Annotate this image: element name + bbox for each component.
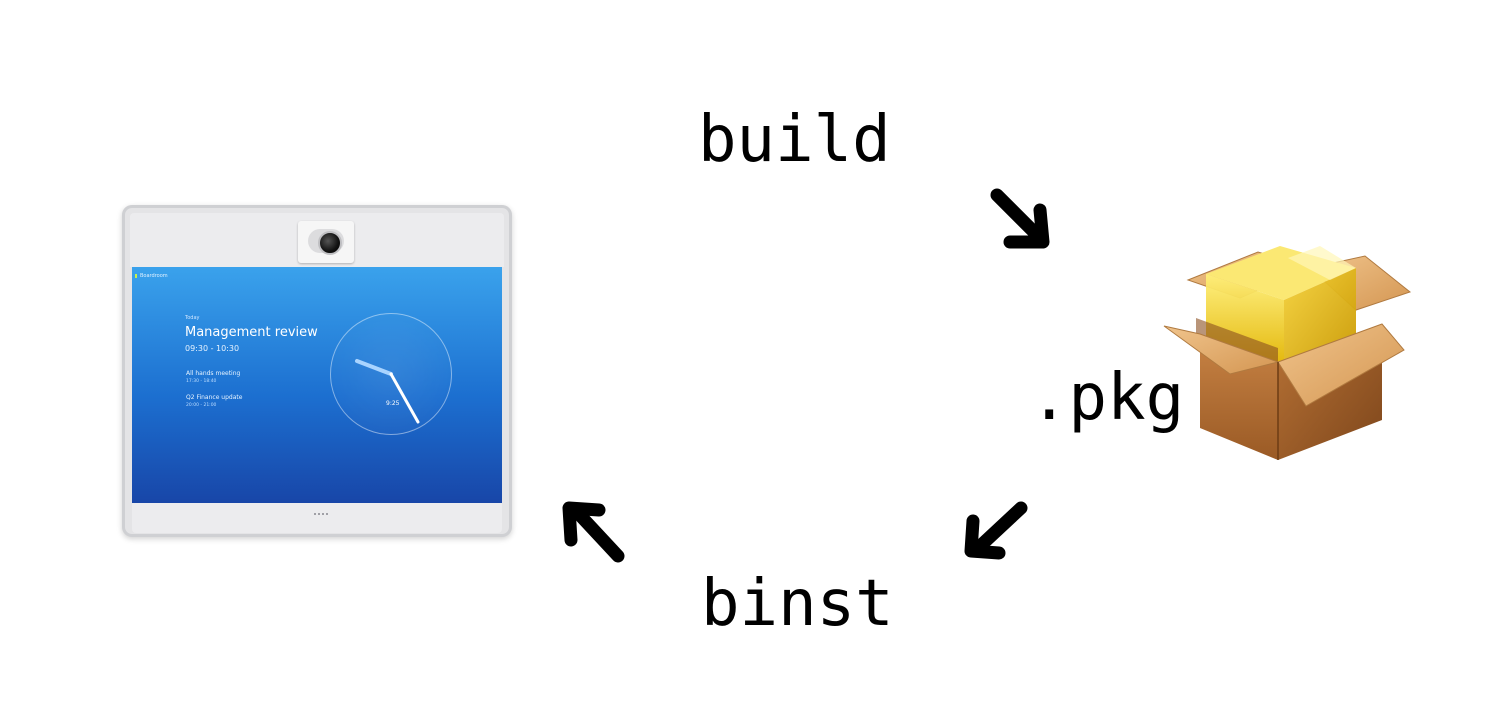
arrow-pkg-to-binst — [964, 501, 1028, 560]
event-title: All hands meeting — [186, 370, 241, 377]
arrow-build-to-pkg — [990, 188, 1050, 249]
package-box-icon — [1163, 246, 1412, 460]
today-label: Today — [185, 315, 200, 321]
device-bottom-bezel — [132, 503, 502, 533]
clock-time: 9:25 — [386, 400, 400, 407]
device-screen: Boardroom Today Management review 09:30 … — [132, 267, 502, 503]
meeting-time: 09:30 - 10:30 — [185, 344, 240, 353]
device-board-image: Boardroom Today Management review 09:30 … — [100, 185, 520, 550]
brand-logo-icon — [314, 513, 328, 521]
arrow-binst-to-device — [562, 501, 625, 563]
pkg-label: .pkg — [1030, 361, 1185, 435]
event-title: Q2 Finance update — [186, 394, 243, 401]
event-time: 20:00 - 21:00 — [186, 403, 217, 408]
build-label: build — [698, 103, 891, 177]
binst-label: binst — [701, 567, 894, 641]
room-name: Boardroom — [140, 273, 168, 279]
clock-hands — [355, 359, 420, 424]
meeting-title: Management review — [185, 325, 318, 340]
event-time: 17:30 - 18:40 — [186, 379, 217, 384]
camera-lens-icon — [318, 231, 342, 255]
status-dot — [135, 274, 137, 278]
